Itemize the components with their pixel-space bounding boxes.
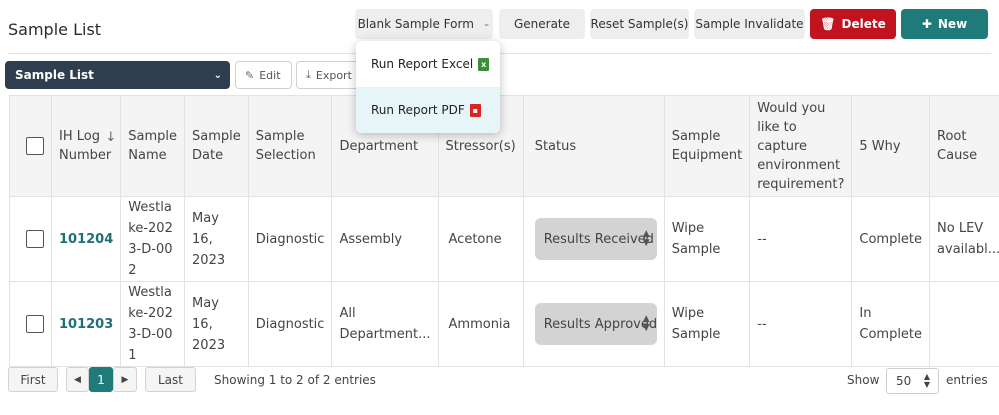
row-select-cell bbox=[9, 281, 52, 367]
log-number-link[interactable]: 101203 bbox=[59, 316, 114, 332]
row-checkbox[interactable] bbox=[26, 315, 44, 333]
page-size-value: 50 bbox=[896, 374, 912, 388]
next-page-icon: ▶ bbox=[121, 374, 129, 385]
row-select-cell bbox=[9, 196, 52, 282]
run-report-pdf-label: Run Report PDF bbox=[371, 103, 465, 117]
sample-date-cell: May 16, 2023 bbox=[184, 196, 249, 282]
col-sample-selection[interactable]: Sample Selection bbox=[247, 95, 333, 197]
table-row: 101204 Westlake-2023-D-002 May 16, 2023 … bbox=[9, 196, 999, 282]
col-root-cause[interactable]: Root Cause bbox=[929, 95, 999, 197]
export-label: Export bbox=[315, 68, 352, 82]
next-page-button[interactable]: ▶ bbox=[113, 367, 137, 392]
select-all-checkbox[interactable] bbox=[26, 137, 44, 155]
stressor-cell: Acetone bbox=[437, 196, 524, 282]
stressor-cell: Ammonia bbox=[437, 281, 524, 367]
list-select[interactable]: Sample List ⌄ bbox=[5, 61, 230, 89]
department-cell: Assembly bbox=[331, 196, 439, 282]
sort-updown-icon: ▲▼ bbox=[642, 314, 650, 333]
entries-label: entries bbox=[946, 373, 988, 387]
blank-sample-form-dropdown: Run Report Excel x Run Report PDF ▪ bbox=[356, 41, 500, 133]
col-sample-equipment[interactable]: Sample Equipment bbox=[663, 95, 751, 197]
env-requirement-cell: -- bbox=[749, 281, 853, 367]
col-ih-log-number[interactable]: IH Log Number↓ bbox=[50, 95, 122, 197]
status-cell: Results Approved ▲▼ bbox=[522, 281, 665, 367]
sample-name-cell: Westlake-2023-D-002 bbox=[120, 196, 186, 282]
col-5-why[interactable]: 5 Why bbox=[851, 95, 931, 197]
sort-arrow-icon[interactable]: ↓ bbox=[105, 130, 117, 145]
env-requirement-cell: -- bbox=[749, 196, 853, 282]
page-size-select[interactable]: 50 ▲▼ bbox=[886, 368, 939, 394]
prev-page-button[interactable]: ◀ bbox=[66, 367, 89, 392]
department-cell: All Department... bbox=[331, 281, 439, 367]
page-number-button[interactable]: 1 bbox=[89, 367, 113, 392]
run-report-pdf-item[interactable]: Run Report PDF ▪ bbox=[356, 87, 500, 133]
five-why-cell: In Complete bbox=[851, 281, 931, 367]
root-cause-cell: No LEV availabl... bbox=[929, 196, 999, 282]
list-select-value: Sample List bbox=[15, 68, 94, 82]
trash-icon: 🗑 bbox=[820, 17, 836, 31]
delete-label: Delete bbox=[841, 17, 886, 31]
edit-button[interactable]: ✎ Edit bbox=[235, 61, 292, 89]
table-row: 101203 Westlake-2023-D-001 May 16, 2023 … bbox=[9, 281, 999, 367]
status-select[interactable]: Results Approved ▲▼ bbox=[534, 303, 657, 345]
log-number-cell: 101203 bbox=[50, 281, 122, 367]
show-label: Show bbox=[847, 373, 880, 387]
equipment-cell: Wipe Sample bbox=[663, 196, 751, 282]
log-number-link[interactable]: 101204 bbox=[59, 231, 114, 247]
last-page-button[interactable]: Last bbox=[145, 367, 196, 392]
excel-icon: x bbox=[478, 57, 490, 71]
blank-sample-form-label: Blank Sample Form bbox=[357, 17, 474, 31]
new-button[interactable]: ✚ New bbox=[901, 9, 988, 39]
table-header-row: IH Log Number↓ Sample Name Sample Date S… bbox=[9, 95, 999, 197]
entries-info: Showing 1 to 2 of 2 entries bbox=[214, 373, 376, 387]
col-status[interactable]: Status bbox=[522, 95, 665, 197]
select-all-cell bbox=[9, 95, 52, 197]
col-sample-name[interactable]: Sample Name bbox=[120, 95, 186, 197]
sample-name-cell: Westlake-2023-D-001 bbox=[120, 281, 186, 367]
sample-selection-cell: Diagnostic bbox=[247, 281, 333, 367]
export-button[interactable]: ⤓ Export bbox=[296, 61, 362, 89]
delete-button[interactable]: 🗑 Delete bbox=[810, 9, 896, 39]
generate-button[interactable]: Generate bbox=[499, 9, 585, 39]
page-title: Sample List bbox=[8, 20, 102, 39]
chevron-down-icon: ⌄ bbox=[482, 19, 491, 29]
status-select[interactable]: Results Received ▲▼ bbox=[534, 218, 657, 260]
sample-invalidate-button[interactable]: Sample Invalidate bbox=[694, 9, 805, 39]
row-checkbox[interactable] bbox=[26, 230, 44, 248]
col-sample-date[interactable]: Sample Date bbox=[184, 95, 249, 197]
log-number-cell: 101204 bbox=[50, 196, 122, 282]
pdf-icon: ▪ bbox=[469, 103, 481, 117]
chevron-down-icon: ⌄ bbox=[213, 69, 222, 81]
prev-page-icon: ◀ bbox=[74, 374, 81, 385]
new-label: New bbox=[937, 17, 968, 31]
reset-samples-button[interactable]: Reset Sample(s) bbox=[590, 9, 689, 39]
root-cause-cell bbox=[929, 281, 999, 367]
five-why-cell: Complete bbox=[851, 196, 931, 282]
edit-label: Edit bbox=[259, 68, 281, 82]
download-icon: ⤓ bbox=[306, 68, 311, 81]
sample-date-cell: May 16, 2023 bbox=[184, 281, 249, 367]
sample-selection-cell: Diagnostic bbox=[247, 196, 333, 282]
plus-icon: ✚ bbox=[921, 17, 932, 31]
sort-updown-icon: ▲▼ bbox=[642, 229, 650, 248]
status-value: Results Received bbox=[543, 231, 654, 247]
sort-updown-icon: ▲▼ bbox=[923, 372, 930, 389]
run-report-excel-item[interactable]: Run Report Excel x bbox=[356, 41, 500, 87]
blank-sample-form-button[interactable]: Blank Sample Form ⌄ bbox=[355, 9, 493, 39]
run-report-excel-label: Run Report Excel bbox=[371, 57, 474, 71]
status-cell: Results Received ▲▼ bbox=[522, 196, 665, 282]
equipment-cell: Wipe Sample bbox=[663, 281, 751, 367]
pencil-icon: ✎ bbox=[245, 68, 255, 82]
col-environment-requirement[interactable]: Would you like to capture environment re… bbox=[749, 95, 853, 197]
sample-table: IH Log Number↓ Sample Name Sample Date S… bbox=[9, 95, 999, 367]
status-value: Results Approved bbox=[543, 316, 657, 332]
first-page-button[interactable]: First bbox=[8, 367, 58, 392]
